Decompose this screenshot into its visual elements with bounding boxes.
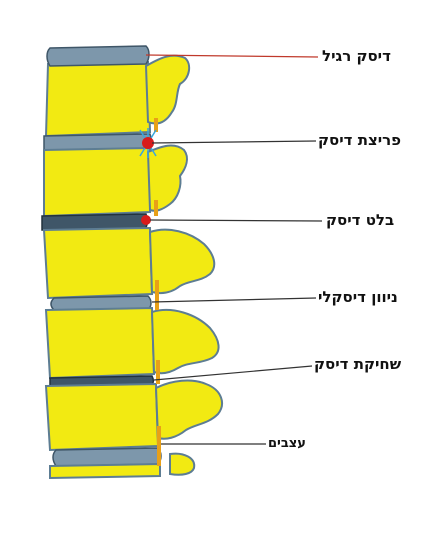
- spinous-process-5: [154, 379, 223, 440]
- nerve-segment-1: [154, 118, 158, 132]
- label-disc-bulge: בלט דיסק: [326, 211, 395, 229]
- vertebra-5: [44, 379, 223, 452]
- leader-disc-wear: [153, 365, 313, 381]
- label-disc-wear: שחיקת דיסק: [314, 355, 402, 373]
- vertebra-2: [43, 144, 188, 218]
- nerve-roots: [154, 118, 161, 466]
- label-disc-herniation: פריצת דיסק: [318, 131, 402, 149]
- nerve-segment-2: [154, 200, 158, 216]
- disc-normal: [46, 45, 150, 67]
- vertebral-body-6: [49, 462, 161, 480]
- vertebra-1: [44, 54, 191, 138]
- herniation-dot: [142, 137, 154, 149]
- vertebral-body-3: [42, 226, 154, 300]
- spinous-process-2: [146, 144, 188, 212]
- label-nerves: עצבים: [268, 436, 306, 451]
- nerve-segment-5: [157, 426, 161, 466]
- spinous-process-4: [150, 308, 220, 375]
- vertebral-body-2: [43, 146, 151, 218]
- vertebra-4: [44, 306, 220, 380]
- vertebra-6-partial: [49, 452, 196, 480]
- vertebral-body-1: [44, 60, 152, 138]
- nerve-segment-3: [155, 280, 159, 310]
- bulge-dot: [141, 215, 151, 225]
- spinous-process-3: [148, 228, 216, 295]
- vertebral-body-5: [44, 382, 160, 452]
- vertebra-3: [42, 226, 216, 300]
- leader-disc-herniation: [151, 140, 317, 144]
- nerve-segment-4: [156, 360, 160, 384]
- vertebral-body-4: [44, 306, 156, 380]
- leader-disc-degeneration: [151, 297, 317, 303]
- spinous-process-6: [169, 452, 196, 476]
- herniation-marker: [139, 128, 157, 158]
- label-normal-disc: דיסק רגיל: [322, 47, 391, 65]
- leader-disc-bulge: [149, 219, 323, 222]
- spinous-process-1: [144, 54, 191, 125]
- label-disc-degeneration: ניוון דיסקלי: [318, 288, 398, 306]
- leader-normal-disc: [145, 54, 319, 58]
